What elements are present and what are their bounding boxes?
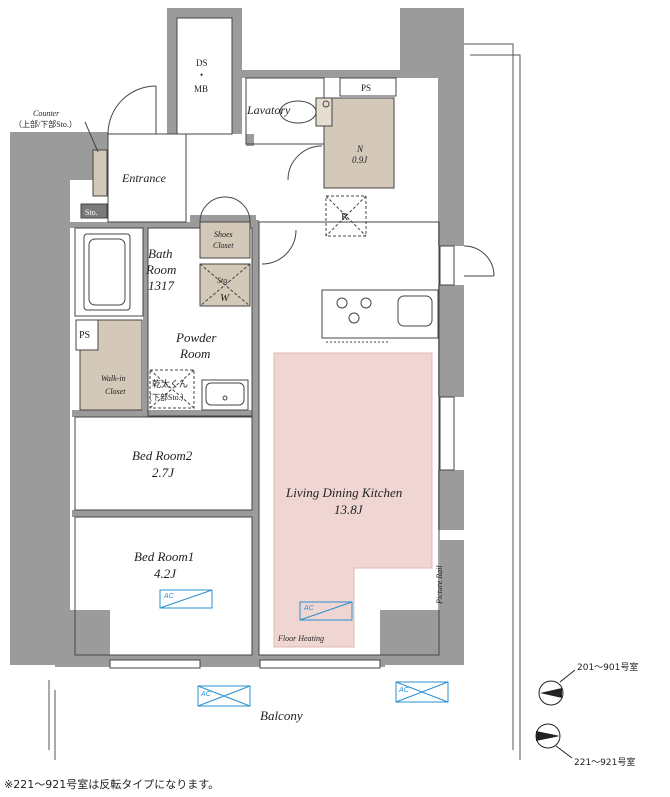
dryer-space: [149, 369, 195, 409]
kitchen-counter: [321, 289, 439, 343]
ps-box: [75, 319, 99, 351]
ldk-size: 13.8J: [334, 502, 364, 517]
ac-outdoor-1: [197, 685, 251, 707]
bedroom2-size: 2.7J: [152, 465, 175, 480]
refrigerator-label: R: [341, 211, 349, 223]
sto-w-cross: [199, 263, 251, 307]
closets: [75, 97, 395, 411]
counter-label: Counter: [33, 109, 60, 118]
powder-label-2: Room: [179, 346, 210, 361]
toilet: [279, 97, 333, 127]
shoes-closet-label-2: Closet: [213, 241, 234, 250]
bedroom1-size: 4.2J: [154, 566, 177, 581]
picture-rail-label: Picture Rail: [435, 565, 444, 605]
mb-label: MB: [194, 84, 208, 94]
ps-top-box: [339, 77, 397, 97]
dryer-label-2: （下部Sto.）: [144, 392, 189, 402]
counter-storage: [92, 149, 108, 197]
sto-entrance-label: Sto.: [85, 208, 98, 217]
ac-label-bedroom1: AC: [163, 593, 175, 600]
bath-label-1: Bath: [148, 246, 173, 261]
bedroom1-name: Bed Room1: [134, 549, 194, 564]
counter-sub-label: （上部/下部Sto.）: [14, 119, 77, 129]
floor-heating-area: [273, 352, 433, 648]
ds-label: DS: [196, 58, 208, 68]
lavatory-label: Lavatory: [246, 103, 291, 117]
footnote: ※221～921号室は反転タイプになります。: [4, 777, 219, 791]
room-outlines: [74, 17, 440, 656]
ac-outdoor-2: [395, 681, 449, 703]
floor-heating-label: Floor Heating: [277, 634, 324, 643]
compass-top-label: 201～901号室: [577, 661, 638, 673]
compass-top: [538, 669, 576, 706]
n-closet-size: 0.9J: [352, 155, 368, 165]
bathtub: [83, 233, 131, 311]
sto-w-label-1: Sto.: [217, 276, 229, 285]
ac-label-ldk: AC: [303, 605, 315, 612]
n-closet: [323, 97, 395, 189]
walkin-label-2: Closet: [105, 387, 126, 396]
ac-label-outdoor-1: AC: [200, 691, 212, 698]
powder-label-1: Powder: [175, 330, 217, 345]
bath-label-2: Room: [145, 262, 176, 277]
ps-top-label: PS: [361, 83, 371, 93]
ac-ldk: [299, 601, 353, 621]
refrigerator-space: [325, 195, 367, 237]
counter-leader: [84, 121, 99, 153]
n-closet-name: N: [356, 144, 364, 154]
shoes-closet-label-1: Shoes: [214, 230, 233, 239]
compass-bottom-label: 221～921号室: [574, 756, 635, 768]
balcony-label: Balcony: [260, 708, 303, 723]
ds-dot: •: [200, 70, 203, 80]
walls: [10, 8, 464, 667]
ac-bedroom1: [159, 589, 213, 609]
compass-bottom: [535, 723, 573, 759]
windows: [109, 245, 455, 669]
ac-label-outdoor-2: AC: [398, 687, 410, 694]
washbasin: [201, 379, 249, 411]
ldk-name: Living Dining Kitchen: [285, 485, 402, 500]
shoes-closet: [199, 221, 251, 259]
dryer-label-1: 乾太くん: [152, 378, 188, 389]
walkin-label-1: Walk-in: [101, 374, 126, 383]
entrance-label: Entrance: [121, 171, 167, 185]
site-boundary: [48, 43, 521, 760]
bath-label-3: 1317: [148, 278, 175, 293]
doors: [107, 85, 495, 277]
ac-units: [159, 589, 449, 707]
ps-left-label: PS: [79, 330, 90, 341]
sto-w-label-2: W: [220, 292, 230, 304]
entrance-storage: [80, 203, 108, 219]
bedroom2-name: Bed Room2: [132, 448, 193, 463]
stove-icon: [336, 297, 372, 324]
